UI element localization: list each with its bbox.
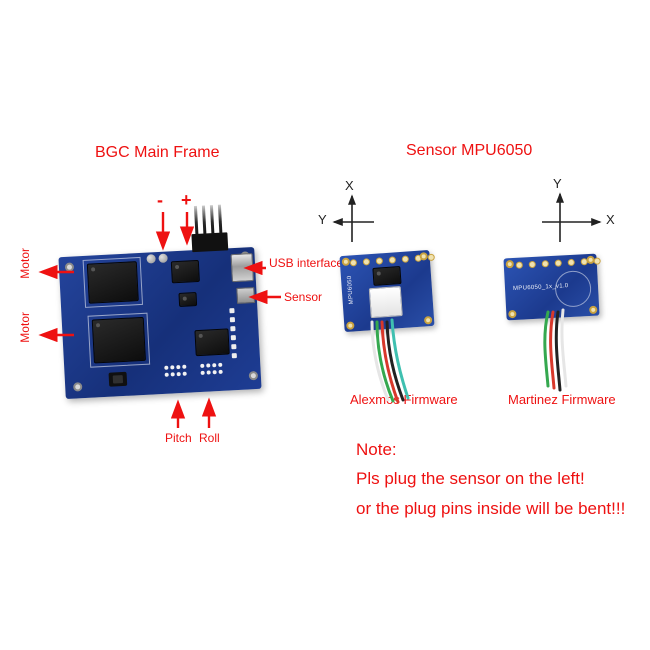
sensor-label: Sensor <box>284 290 323 304</box>
smd-pad <box>229 317 236 323</box>
alexmos-firmware-label: Alexmos Firmware <box>350 392 458 407</box>
regulator-chip <box>170 259 200 284</box>
header-pin <box>209 205 215 236</box>
silkscreen-box <box>82 256 144 308</box>
reset-button <box>108 371 128 387</box>
mcu-chip <box>194 328 230 357</box>
header-pin <box>201 205 207 236</box>
pad-holes-roll <box>200 362 225 378</box>
axis-label-alexmos-side: Y <box>318 212 327 227</box>
pad-holes-pitch <box>164 364 189 380</box>
usb-connector <box>230 253 254 283</box>
sensor-plug-connector <box>368 286 403 319</box>
note-line-2: or the plug pins inside will be bent!!! <box>356 499 626 518</box>
mpu6050-chip <box>372 266 402 286</box>
smd-pad <box>230 335 236 341</box>
smd-pad <box>231 353 237 359</box>
pitch-label: Pitch <box>165 431 192 445</box>
sensor-board-martinez: MPU6050_1x_v1.0 <box>503 253 601 321</box>
minus-label: - <box>157 190 163 210</box>
plus-label: + <box>181 190 192 210</box>
axis-label-martinez-up: Y <box>553 176 562 191</box>
roll-label: Roll <box>199 431 220 445</box>
mounting-hole <box>346 321 355 330</box>
mounting-hole <box>341 257 351 267</box>
mounting-hole <box>64 262 75 272</box>
axis-label-alexmos-up: X <box>345 178 354 193</box>
silkscreen-box <box>87 312 151 368</box>
mounting-hole <box>508 309 517 319</box>
martinez-firmware-label: Martinez Firmware <box>508 392 616 407</box>
mounting-hole <box>589 305 598 315</box>
usb-label: USB interface <box>269 256 344 270</box>
axis-arrows <box>332 192 602 242</box>
axis-label-martinez-side: X <box>606 212 615 227</box>
smd-pad <box>229 308 235 314</box>
smd-pad <box>230 326 236 332</box>
motor-label-top: Motor <box>18 248 32 279</box>
alexmos-wires <box>370 318 410 404</box>
note-heading: Note: <box>356 440 397 459</box>
mounting-hole <box>505 259 514 269</box>
main-frame-title: BGC Main Frame <box>95 144 220 161</box>
small-chip <box>178 292 198 307</box>
capacitor <box>146 254 156 264</box>
motor-label-bottom: Motor <box>18 312 32 343</box>
smd-pad <box>231 344 237 350</box>
capacitor <box>158 253 168 263</box>
header-pin <box>193 205 199 237</box>
header-pin <box>217 204 223 235</box>
sensor-title: Sensor MPU6050 <box>406 142 533 159</box>
mounting-hole <box>423 315 433 325</box>
mounting-hole <box>73 382 83 392</box>
mounting-hole <box>248 370 259 381</box>
sensor-board-alexmos: MPU6050 <box>339 249 435 333</box>
silkscreen-text: MPU6050 <box>346 275 355 305</box>
sensor-port <box>236 287 256 304</box>
note-line-1: Pls plug the sensor on the left! <box>356 469 585 488</box>
main-board <box>58 204 262 400</box>
martinez-wires <box>543 308 568 392</box>
